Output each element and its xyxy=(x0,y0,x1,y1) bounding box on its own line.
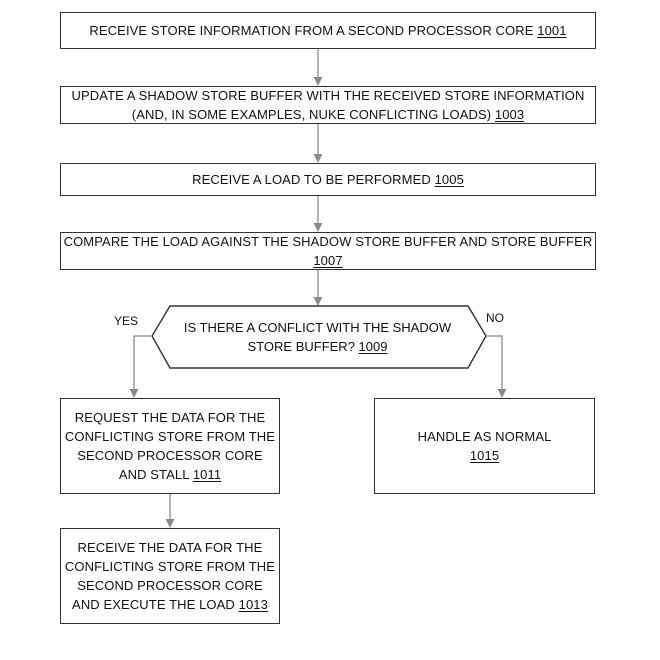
step-1003-line-2: (AND, IN SOME EXAMPLES, NUKE CONFLICTING… xyxy=(131,107,492,122)
step-1011-ref: 1011 xyxy=(192,467,222,482)
step-1013-ref: 1013 xyxy=(238,597,268,612)
step-1001-box: RECEIVE STORE INFORMATION FROM A SECOND … xyxy=(60,12,596,49)
step-1001-ref: 1001 xyxy=(537,23,567,38)
step-1015-box: HANDLE AS NORMAL 1015 xyxy=(374,398,595,494)
step-1015-text: HANDLE AS NORMAL xyxy=(417,429,552,444)
arrow-no-to-1015 xyxy=(486,335,507,398)
step-1005-box: RECEIVE A LOAD TO BE PERFORMED 1005 xyxy=(60,163,596,196)
decision-ref: 1009 xyxy=(358,339,388,354)
step-1011-line-4: AND STALL xyxy=(118,467,190,482)
decision-line-1: IS THERE A CONFLICT WITH THE SHADOW xyxy=(183,320,452,335)
arrow-yes-to-1011 xyxy=(129,335,152,398)
decision-1009-text: IS THERE A CONFLICT WITH THE SHADOW STOR… xyxy=(150,306,485,368)
step-1003-ref: 1003 xyxy=(494,107,525,122)
step-1005-text: RECEIVE A LOAD TO BE PERFORMED xyxy=(192,172,431,187)
step-1007-box: COMPARE THE LOAD AGAINST THE SHADOW STOR… xyxy=(60,232,596,270)
step-1015-ref: 1015 xyxy=(469,448,500,463)
step-1003-line-1: UPDATE A SHADOW STORE BUFFER WITH THE RE… xyxy=(71,88,585,103)
step-1011-line-2: CONFLICTING STORE FROM THE xyxy=(64,429,276,444)
yes-label: YES xyxy=(114,314,139,328)
step-1001-text: RECEIVE STORE INFORMATION FROM A SECOND … xyxy=(89,23,534,38)
step-1013-box: RECEIVE THE DATA FOR THE CONFLICTING STO… xyxy=(60,528,280,624)
decision-line-2: STORE BUFFER? xyxy=(247,339,355,354)
step-1013-line-3: SECOND PROCESSOR CORE xyxy=(77,578,263,593)
step-1005-ref: 1005 xyxy=(434,172,464,187)
step-1011-line-1: REQUEST THE DATA FOR THE xyxy=(74,410,266,425)
step-1007-ref: 1007 xyxy=(313,253,343,268)
step-1011-box: REQUEST THE DATA FOR THE CONFLICTING STO… xyxy=(60,398,280,494)
no-label: NO xyxy=(486,311,504,325)
step-1013-line-4: AND EXECUTE THE LOAD xyxy=(72,597,235,612)
step-1007-line-1: COMPARE THE LOAD AGAINST THE SHADOW STOR… xyxy=(63,234,593,249)
step-1011-line-3: SECOND PROCESSOR CORE xyxy=(77,448,263,463)
step-1013-line-2: CONFLICTING STORE FROM THE xyxy=(64,559,276,574)
step-1013-line-1: RECEIVE THE DATA FOR THE xyxy=(77,540,263,555)
step-1003-box: UPDATE A SHADOW STORE BUFFER WITH THE RE… xyxy=(60,86,596,124)
